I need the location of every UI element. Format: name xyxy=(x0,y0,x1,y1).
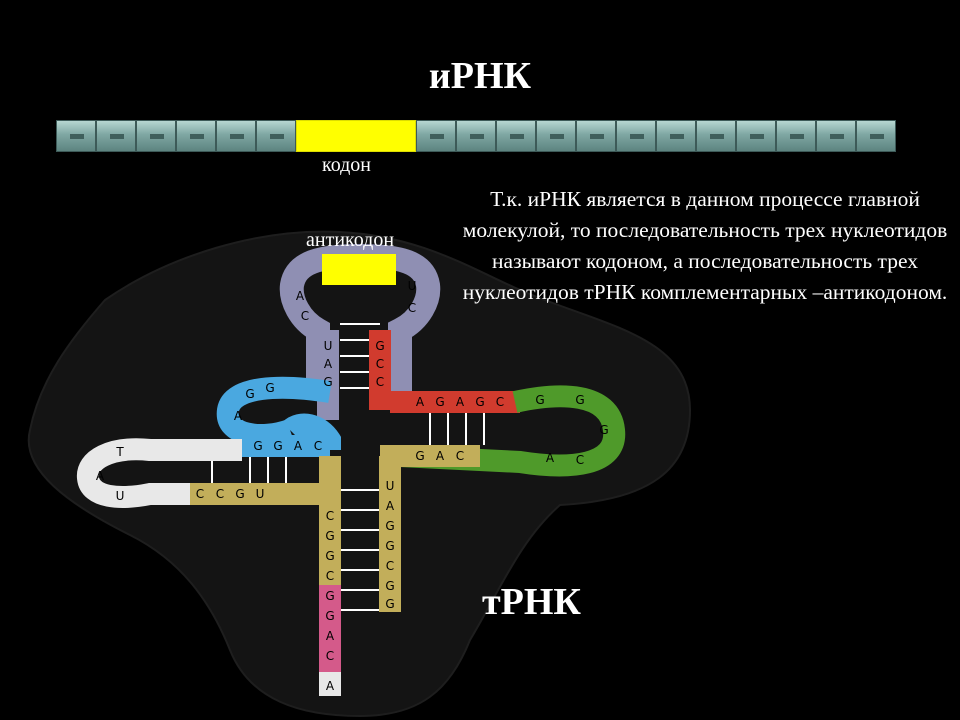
anticodon-highlight xyxy=(322,254,396,285)
svg-text:C: C xyxy=(376,357,384,371)
svg-text:C: C xyxy=(314,439,322,453)
svg-text:C: C xyxy=(456,449,464,463)
svg-text:G: G xyxy=(599,423,608,437)
svg-text:U: U xyxy=(256,487,265,501)
svg-text:G: G xyxy=(385,579,394,593)
trna-title: тРНК xyxy=(482,581,581,623)
svg-text:A: A xyxy=(96,469,105,483)
mrna-nucleotide xyxy=(136,120,176,152)
mrna-title: иРНК xyxy=(428,55,532,97)
svg-text:G: G xyxy=(325,529,334,543)
mrna-nucleotide xyxy=(696,120,736,152)
acceptor-stem xyxy=(319,445,480,696)
anticodon-label: антикодон xyxy=(306,229,395,251)
mrna-nucleotide xyxy=(496,120,536,152)
svg-text:A: A xyxy=(436,449,445,463)
svg-text:G: G xyxy=(375,339,384,353)
mrna-nucleotide xyxy=(456,120,496,152)
svg-text:G: G xyxy=(323,375,332,389)
svg-text:G: G xyxy=(385,519,394,533)
svg-text:A: A xyxy=(326,629,335,643)
svg-text:G: G xyxy=(265,381,274,395)
svg-text:C: C xyxy=(196,487,204,501)
svg-text:A: A xyxy=(546,451,555,465)
svg-text:C: C xyxy=(576,453,584,467)
svg-text:A: A xyxy=(324,357,333,371)
mrna-nucleotide xyxy=(96,120,136,152)
d-arm xyxy=(216,376,341,457)
svg-text:T: T xyxy=(115,445,124,459)
variable-loop xyxy=(77,438,330,508)
svg-text:A: A xyxy=(456,395,465,409)
svg-text:C: C xyxy=(496,395,504,409)
svg-text:G: G xyxy=(325,609,334,623)
svg-text:G: G xyxy=(235,487,244,501)
svg-text:U: U xyxy=(116,489,125,503)
mrna-nucleotide xyxy=(176,120,216,152)
mrna-nucleotide xyxy=(816,120,856,152)
svg-text:U: U xyxy=(386,479,395,493)
trna-shadow-shape xyxy=(27,230,692,718)
svg-text:A: A xyxy=(296,289,305,303)
mrna-nucleotide xyxy=(736,120,776,152)
mrna-nucleotide xyxy=(216,120,256,152)
svg-text:C: C xyxy=(301,309,309,323)
svg-text:G: G xyxy=(535,393,544,407)
svg-text:G: G xyxy=(415,449,424,463)
svg-text:A: A xyxy=(234,409,243,423)
svg-text:C: C xyxy=(216,487,224,501)
svg-text:U: U xyxy=(324,339,333,353)
svg-text:A: A xyxy=(294,439,303,453)
svg-text:G: G xyxy=(245,387,254,401)
mrna-nucleotide xyxy=(256,120,296,152)
svg-text:G: G xyxy=(325,589,334,603)
svg-text:G: G xyxy=(253,439,262,453)
mrna-nucleotide xyxy=(776,120,816,152)
codon-highlight xyxy=(296,120,416,152)
mrna-nucleotide xyxy=(576,120,616,152)
mrna-strip xyxy=(56,120,896,152)
svg-text:A: A xyxy=(326,679,335,693)
mrna-nucleotide xyxy=(656,120,696,152)
svg-text:C: C xyxy=(326,649,334,663)
svg-text:C: C xyxy=(326,509,334,523)
svg-text:G: G xyxy=(435,395,444,409)
mrna-nucleotide xyxy=(856,120,896,152)
svg-text:A: A xyxy=(416,395,425,409)
svg-text:C: C xyxy=(408,301,416,315)
svg-text:U: U xyxy=(408,279,417,293)
svg-text:G: G xyxy=(575,393,584,407)
svg-text:A: A xyxy=(386,499,395,513)
t-arm xyxy=(390,385,626,477)
svg-text:C: C xyxy=(376,375,384,389)
svg-text:G: G xyxy=(385,597,394,611)
svg-text:C: C xyxy=(326,569,334,583)
svg-text:G: G xyxy=(325,549,334,563)
mrna-nucleotide xyxy=(616,120,656,152)
mrna-nucleotide xyxy=(416,120,456,152)
mrna-nucleotide xyxy=(536,120,576,152)
svg-text:G: G xyxy=(273,439,282,453)
explanation-text: Т.к. иРНК является в данном процессе гла… xyxy=(462,187,948,304)
mrna-nucleotide xyxy=(56,120,96,152)
codon-label: кодон xyxy=(322,154,372,176)
svg-text:C: C xyxy=(386,559,394,573)
svg-text:G: G xyxy=(475,395,484,409)
svg-text:G: G xyxy=(385,539,394,553)
